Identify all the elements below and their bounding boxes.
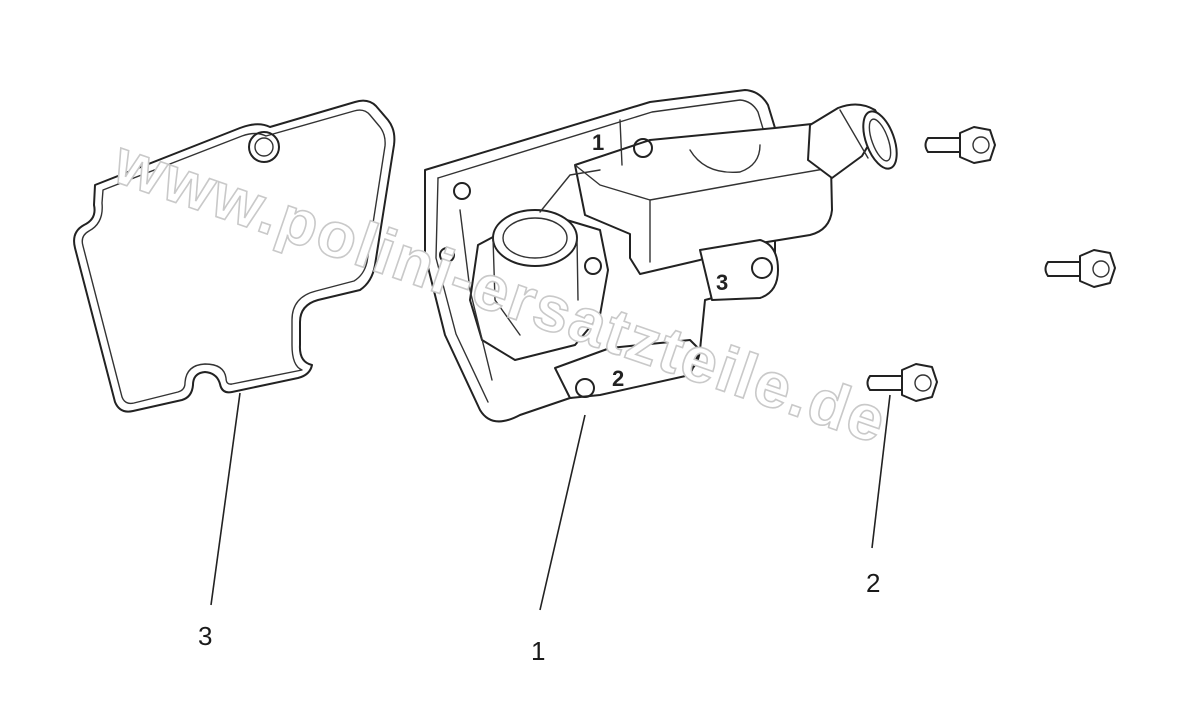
gasket-part xyxy=(73,99,396,413)
casting-mark-2: 2 xyxy=(612,366,624,391)
leader-line-bolt xyxy=(871,394,891,549)
bolt-part-middle xyxy=(1044,249,1116,288)
callout-cover: 1 xyxy=(531,636,545,666)
callout-gasket: 3 xyxy=(198,621,212,651)
cover-part: 1 2 3 xyxy=(424,89,898,423)
bolt-part-upper xyxy=(924,126,996,164)
leader-line-cover xyxy=(539,414,586,611)
casting-mark-1: 1 xyxy=(592,130,604,155)
bolt-part-lower xyxy=(866,363,938,402)
casting-mark-3: 3 xyxy=(716,270,728,295)
leader-line-gasket xyxy=(210,392,241,606)
callout-bolt: 2 xyxy=(866,568,880,598)
